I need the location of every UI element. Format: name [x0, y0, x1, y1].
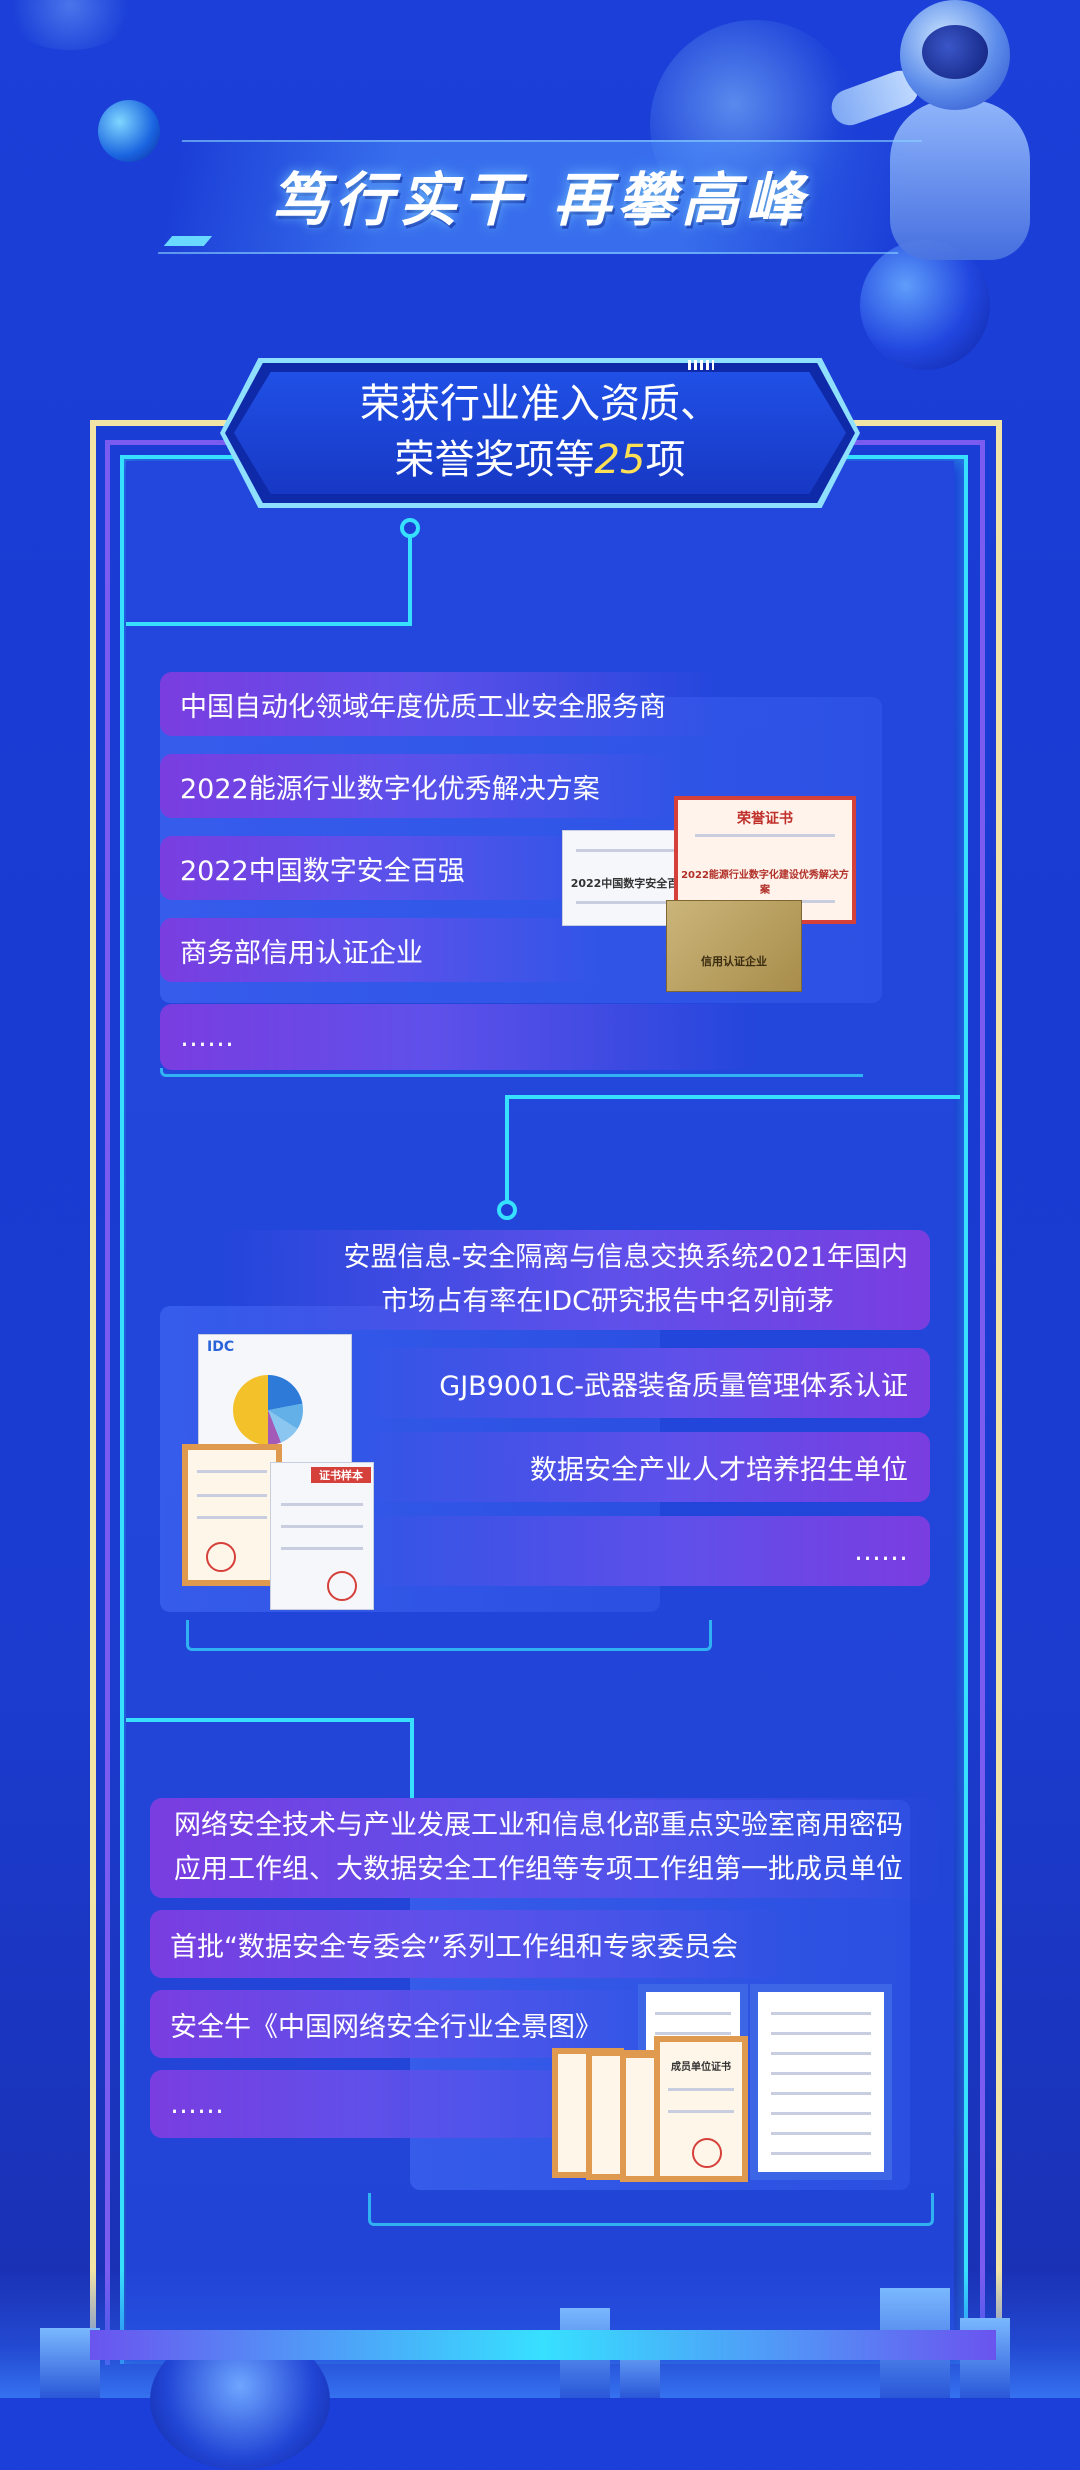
connector-dot [497, 1200, 517, 1220]
connector-line [505, 1095, 960, 1099]
section3-item: 网络安全技术与产业发展工业和信息化部重点实验室商用密码 应用工作组、大数据安全工… [150, 1798, 940, 1898]
connector-line [408, 536, 412, 626]
planet-decoration [860, 240, 990, 370]
section2-item: 数据安全产业人才培养招生单位 [360, 1432, 930, 1502]
planet-decoration [0, 0, 140, 50]
certificate-image [750, 1984, 892, 2180]
section2-item: …… [360, 1516, 930, 1586]
certificate-image: 证书样本 [270, 1462, 374, 1610]
section3-item: 首批“数据安全专委会”系列工作组和专家委员会 [150, 1910, 790, 1978]
certificate-image [182, 1444, 282, 1586]
certificate-image: 信用认证企业 [666, 900, 802, 992]
section1-item: …… [160, 1004, 760, 1070]
section1-item: 中国自动化领域年度优质工业安全服务商 [160, 672, 720, 736]
panel-underline [186, 1620, 712, 1651]
connector-line [126, 622, 412, 626]
badge-ticks [688, 360, 714, 370]
frame-base [90, 2330, 996, 2360]
page-title: 笃行实干 再攀高峰 [270, 166, 810, 234]
award-count: 25 [594, 437, 646, 483]
planet-decoration [98, 100, 160, 162]
panel-underline [368, 2193, 934, 2226]
header-line1: 荣获行业准入资质、 [360, 381, 720, 427]
section3-item: 安全牛《中国网络安全行业全景图》 [150, 1990, 650, 2058]
connector-dot [400, 518, 420, 538]
section2: 安盟信息-安全隔离与信息交换系统2021年国内 市场占有率在IDC研究报告中名列… [160, 1230, 930, 1660]
section1-item: 2022中国数字安全百强 [160, 836, 600, 900]
section1-item: 商务部信用认证企业 [160, 918, 600, 982]
section2-item: GJB9001C-武器装备质量管理体系认证 [360, 1348, 930, 1418]
certificate-image: 成员单位证书 [654, 2036, 748, 2182]
section3: 网络安全技术与产业发展工业和信息化部重点实验室商用密码 应用工作组、大数据安全工… [150, 1798, 950, 2258]
header-line2: 荣誉奖项等25项 [394, 437, 686, 483]
header-badge: 荣获行业准入资质、 荣誉奖项等25项 [220, 358, 860, 508]
astronaut-illustration [826, 0, 1080, 280]
connector-line [126, 1718, 414, 1722]
section2-item: 安盟信息-安全隔离与信息交换系统2021年国内 市场占有率在IDC研究报告中名列… [220, 1230, 930, 1330]
section1-item: 2022能源行业数字化优秀解决方案 [160, 754, 680, 818]
section1: 中国自动化领域年度优质工业安全服务商 2022能源行业数字化优秀解决方案 202… [160, 668, 882, 1078]
connector-line [410, 1718, 414, 1808]
panel-underline [160, 1068, 863, 1077]
connector-line [505, 1095, 509, 1205]
